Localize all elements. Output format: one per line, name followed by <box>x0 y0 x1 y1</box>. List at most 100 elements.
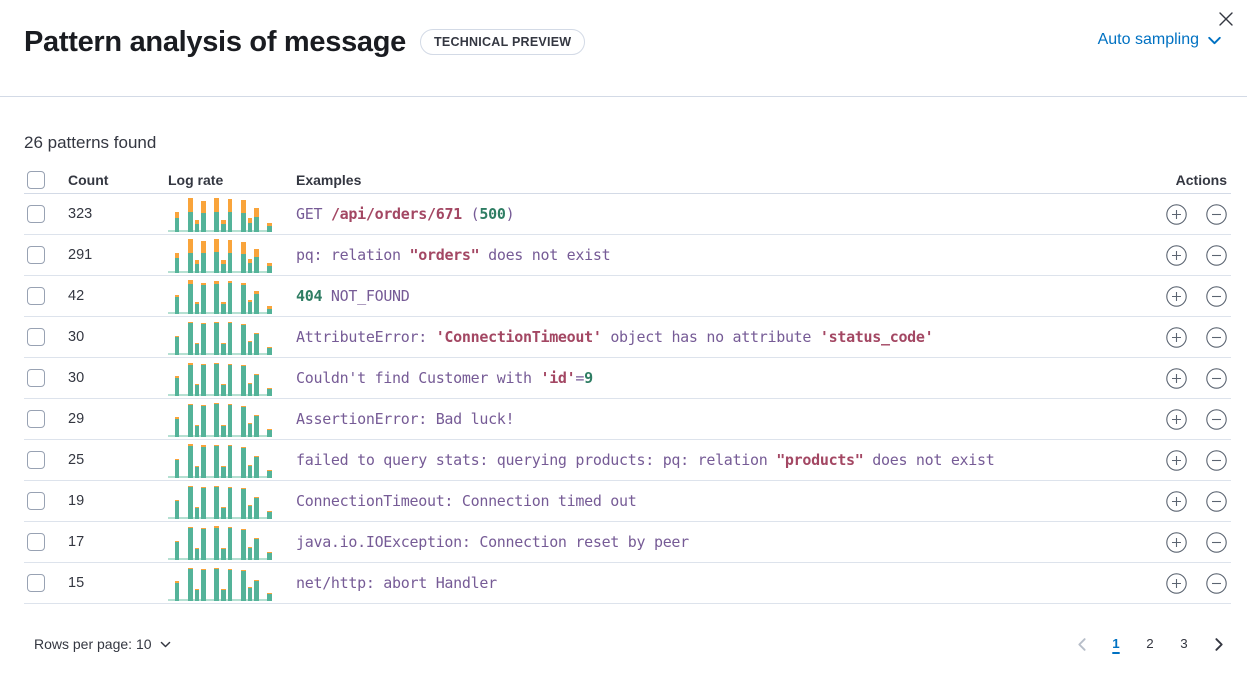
filter-out-pattern-button[interactable] <box>1206 244 1227 266</box>
histogram-bar <box>201 405 206 437</box>
filter-out-pattern-button[interactable] <box>1206 367 1227 389</box>
page-button-1[interactable]: 1 <box>1103 631 1129 657</box>
row-checkbox[interactable] <box>27 491 45 510</box>
histogram-bar <box>181 558 186 560</box>
histogram-bar <box>187 568 193 601</box>
filter-out-pattern-button[interactable] <box>1206 285 1227 307</box>
histogram-bar <box>201 323 206 355</box>
filter-for-pattern-button[interactable] <box>1166 244 1187 266</box>
select-all-checkbox[interactable] <box>27 171 45 190</box>
histogram-bar <box>267 347 272 355</box>
filter-out-pattern-button[interactable] <box>1206 449 1227 471</box>
histogram-bar <box>227 404 233 437</box>
filter-for-pattern-button[interactable] <box>1166 326 1187 348</box>
filter-for-pattern-button[interactable] <box>1166 367 1187 389</box>
histogram-bar <box>207 353 213 355</box>
filter-out-pattern-button[interactable] <box>1206 572 1227 594</box>
plus-circle-icon <box>1166 531 1187 553</box>
row-checkbox[interactable] <box>27 327 45 346</box>
histogram-bar <box>254 415 259 437</box>
message-token: net/http: abort Handler <box>296 574 497 592</box>
histogram-bar <box>201 569 206 601</box>
message-token: GET <box>296 205 331 223</box>
rows-per-page-button[interactable]: Rows per page: 10 <box>34 636 172 652</box>
row-checkbox[interactable] <box>27 368 45 387</box>
histogram-bar <box>168 394 173 396</box>
histogram-bar <box>240 283 246 314</box>
row-checkbox[interactable] <box>27 286 45 305</box>
message-token: 404 <box>296 287 323 305</box>
histogram-bar <box>187 322 193 355</box>
filter-for-pattern-button[interactable] <box>1166 449 1187 471</box>
histogram-bar <box>234 230 239 232</box>
histogram-bar <box>267 388 272 396</box>
sampling-dropdown[interactable]: Auto sampling <box>1098 31 1223 49</box>
histogram-bar <box>168 476 173 478</box>
histogram-bar <box>181 476 186 478</box>
row-checkbox[interactable] <box>27 409 45 428</box>
histogram-bar <box>234 435 239 437</box>
histogram-bar <box>240 529 246 560</box>
message-token: /api/orders/671 <box>330 205 462 223</box>
histogram-bar <box>227 199 233 232</box>
chart-baseline <box>168 230 272 232</box>
histogram-bar <box>207 312 213 314</box>
filter-for-pattern-button[interactable] <box>1166 285 1187 307</box>
table-row: 42 404 NOT_FOUND <box>24 276 1231 317</box>
page-button-2[interactable]: 2 <box>1137 631 1163 657</box>
row-checkbox[interactable] <box>27 573 45 592</box>
row-checkbox[interactable] <box>27 532 45 551</box>
histogram-bar <box>168 517 173 519</box>
log-rate-chart <box>168 319 272 355</box>
filter-for-pattern-button[interactable] <box>1166 203 1187 225</box>
previous-page-button[interactable] <box>1069 631 1095 657</box>
page-button-3[interactable]: 3 <box>1171 631 1197 657</box>
filter-out-pattern-button[interactable] <box>1206 326 1227 348</box>
histogram-bar <box>168 271 173 273</box>
plus-circle-icon <box>1166 449 1187 471</box>
filter-out-pattern-button[interactable] <box>1206 531 1227 553</box>
histogram-bar <box>181 271 186 273</box>
filter-for-pattern-button[interactable] <box>1166 408 1187 430</box>
chevron-right-icon <box>1214 637 1223 651</box>
next-page-button[interactable] <box>1205 631 1231 657</box>
example-message: AssertionError: Bad luck! <box>296 410 1141 428</box>
histogram-bar <box>227 240 233 273</box>
filter-for-pattern-button[interactable] <box>1166 572 1187 594</box>
histogram-bar <box>247 383 253 396</box>
filter-for-pattern-button[interactable] <box>1166 490 1187 512</box>
row-checkbox[interactable] <box>27 204 45 223</box>
filter-out-pattern-button[interactable] <box>1206 203 1227 225</box>
filter-out-pattern-button[interactable] <box>1206 490 1227 512</box>
histogram-bar <box>260 517 266 519</box>
histogram-bar <box>174 295 180 314</box>
histogram-bar <box>227 445 233 478</box>
example-message: GET /api/orders/671 (500) <box>296 205 1141 223</box>
histogram-bar <box>240 447 246 478</box>
close-button[interactable] <box>1212 5 1240 33</box>
message-token: 500 <box>479 205 506 223</box>
histogram-bar <box>194 466 200 478</box>
histogram-bar <box>254 456 259 478</box>
histogram-bar <box>201 283 206 314</box>
histogram-bar <box>207 435 213 437</box>
chart-baseline <box>168 476 272 478</box>
filter-for-pattern-button[interactable] <box>1166 531 1187 553</box>
histogram-bar <box>174 376 180 396</box>
histogram-bar <box>254 497 259 519</box>
histogram-bar <box>234 271 239 273</box>
histogram-bar <box>227 281 233 314</box>
flyout-header: Pattern analysis of message TECHNICAL PR… <box>0 0 1247 97</box>
row-checkbox[interactable] <box>27 245 45 264</box>
message-token: does not exist <box>479 246 611 264</box>
histogram-bar <box>187 280 193 314</box>
plus-circle-icon <box>1166 326 1187 348</box>
row-checkbox[interactable] <box>27 450 45 469</box>
histogram-bar <box>207 517 213 519</box>
plus-circle-icon <box>1166 285 1187 307</box>
histogram-bar <box>201 487 206 519</box>
minus-circle-icon <box>1206 531 1227 553</box>
filter-out-pattern-button[interactable] <box>1206 408 1227 430</box>
chart-baseline <box>168 271 272 273</box>
